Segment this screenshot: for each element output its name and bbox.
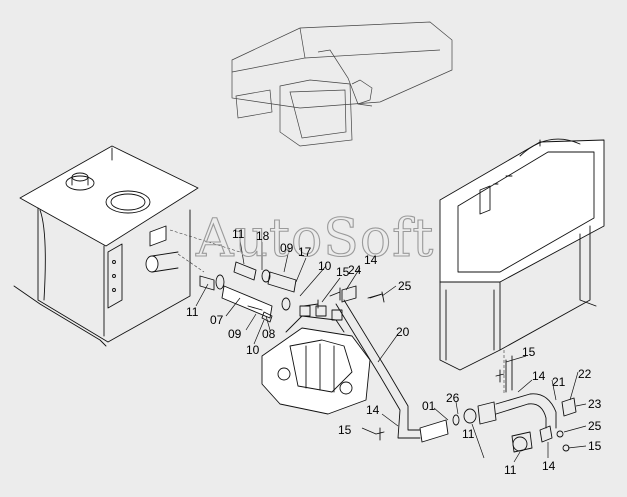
hose-assembly-07 <box>199 261 385 323</box>
part-label-14: 14 <box>364 253 378 267</box>
part-label-11: 11 <box>232 227 245 241</box>
watermark: AutoSoft <box>195 209 434 269</box>
part-label-18: 18 <box>256 229 270 243</box>
part-label-10: 10 <box>318 259 332 273</box>
part-label-01: 01 <box>422 399 436 413</box>
part-label-07: 07 <box>210 313 224 327</box>
part-label-14: 14 <box>542 459 556 473</box>
part-label-08: 08 <box>262 327 276 341</box>
part-label-25: 25 <box>398 279 412 293</box>
part-label-22: 22 <box>578 367 592 381</box>
part-label-17: 17 <box>298 245 312 259</box>
part-label-15: 15 <box>522 345 536 359</box>
part-label-20: 20 <box>396 325 410 339</box>
hydraulic-tank <box>13 145 199 347</box>
control-valve <box>261 305 371 415</box>
part-label-14: 14 <box>366 403 380 417</box>
part-label-10: 10 <box>246 343 260 357</box>
part-label-11: 11 <box>462 427 475 441</box>
part-label-21: 21 <box>552 375 566 389</box>
part-label-15: 15 <box>336 265 350 279</box>
part-label-15: 15 <box>338 423 352 437</box>
part-labels: 11 18 09 17 10 15 24 25 11 07 09 08 10 2… <box>186 227 602 477</box>
part-label-23: 23 <box>588 397 602 411</box>
leader-lines <box>195 239 587 463</box>
excavator-overview <box>231 21 453 147</box>
part-label-11: 11 <box>186 305 199 319</box>
part-label-11: 11 <box>504 463 517 477</box>
radiator-cooler <box>439 138 605 371</box>
part-label-24: 24 <box>348 263 362 277</box>
pipe-assembly-20 <box>335 293 577 453</box>
part-label-09: 09 <box>280 241 294 255</box>
part-label-14: 14 <box>532 369 546 383</box>
part-label-26: 26 <box>446 391 460 405</box>
assembly-guide-lines <box>169 229 505 394</box>
part-label-15: 15 <box>588 439 602 453</box>
part-label-09: 09 <box>228 327 242 341</box>
part-label-25: 25 <box>588 419 602 433</box>
